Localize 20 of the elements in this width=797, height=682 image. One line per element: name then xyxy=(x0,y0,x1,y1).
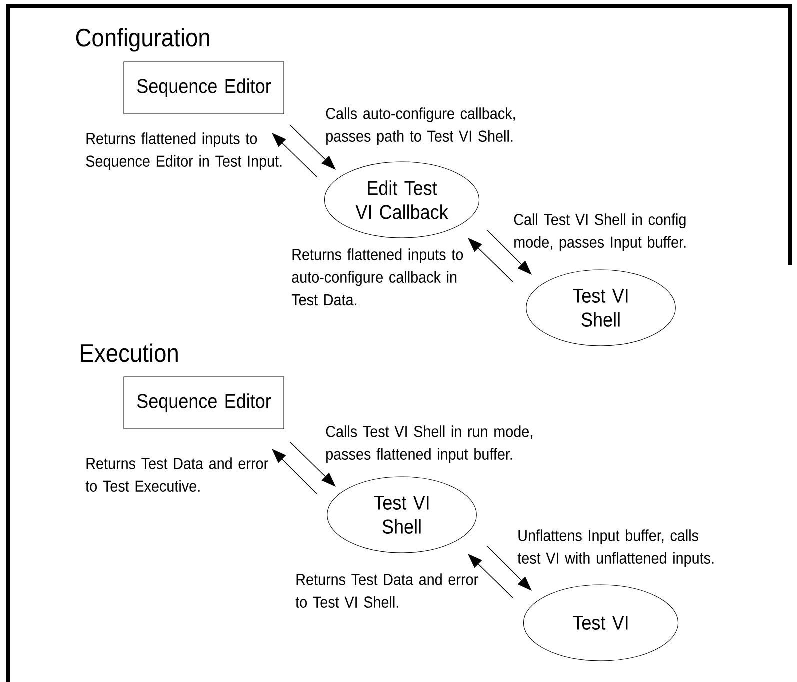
arrow xyxy=(290,442,336,487)
edge-label: Returns Test Data and error to Test Executive. xyxy=(86,458,268,492)
process-box: Sequence Editor xyxy=(124,376,284,430)
arrow xyxy=(272,133,318,178)
arrow xyxy=(486,230,532,275)
edge-label: Returns Test Data and error to Test VI Shell. xyxy=(296,574,478,608)
section-heading: Configuration xyxy=(76,28,210,52)
edge-label: Returns flattened inputs to Sequence Editor in Test Input. xyxy=(86,132,282,170)
section-heading: Execution xyxy=(81,344,178,362)
arrow xyxy=(486,546,532,591)
arrow xyxy=(468,238,514,282)
arrow xyxy=(272,449,318,494)
edge-label: Calls auto-configure callback, passes path to Test VI Shell. xyxy=(326,108,516,146)
edge-label: Unflattens Input buffer, calls test VI with unflattened inputs. xyxy=(518,530,714,568)
process-box: Sequence Editor xyxy=(124,62,284,114)
edge-label: Returns flattened inputs to auto-configure callback in Test Data. xyxy=(292,248,464,306)
edge-label: Call Test VI Shell in config mode, passes Input buffer. xyxy=(514,214,686,252)
edge-label: Calls Test VI Shell in run mode, passes flattened input buffer. xyxy=(326,426,532,464)
arrow xyxy=(468,554,514,598)
arrow xyxy=(290,124,336,170)
